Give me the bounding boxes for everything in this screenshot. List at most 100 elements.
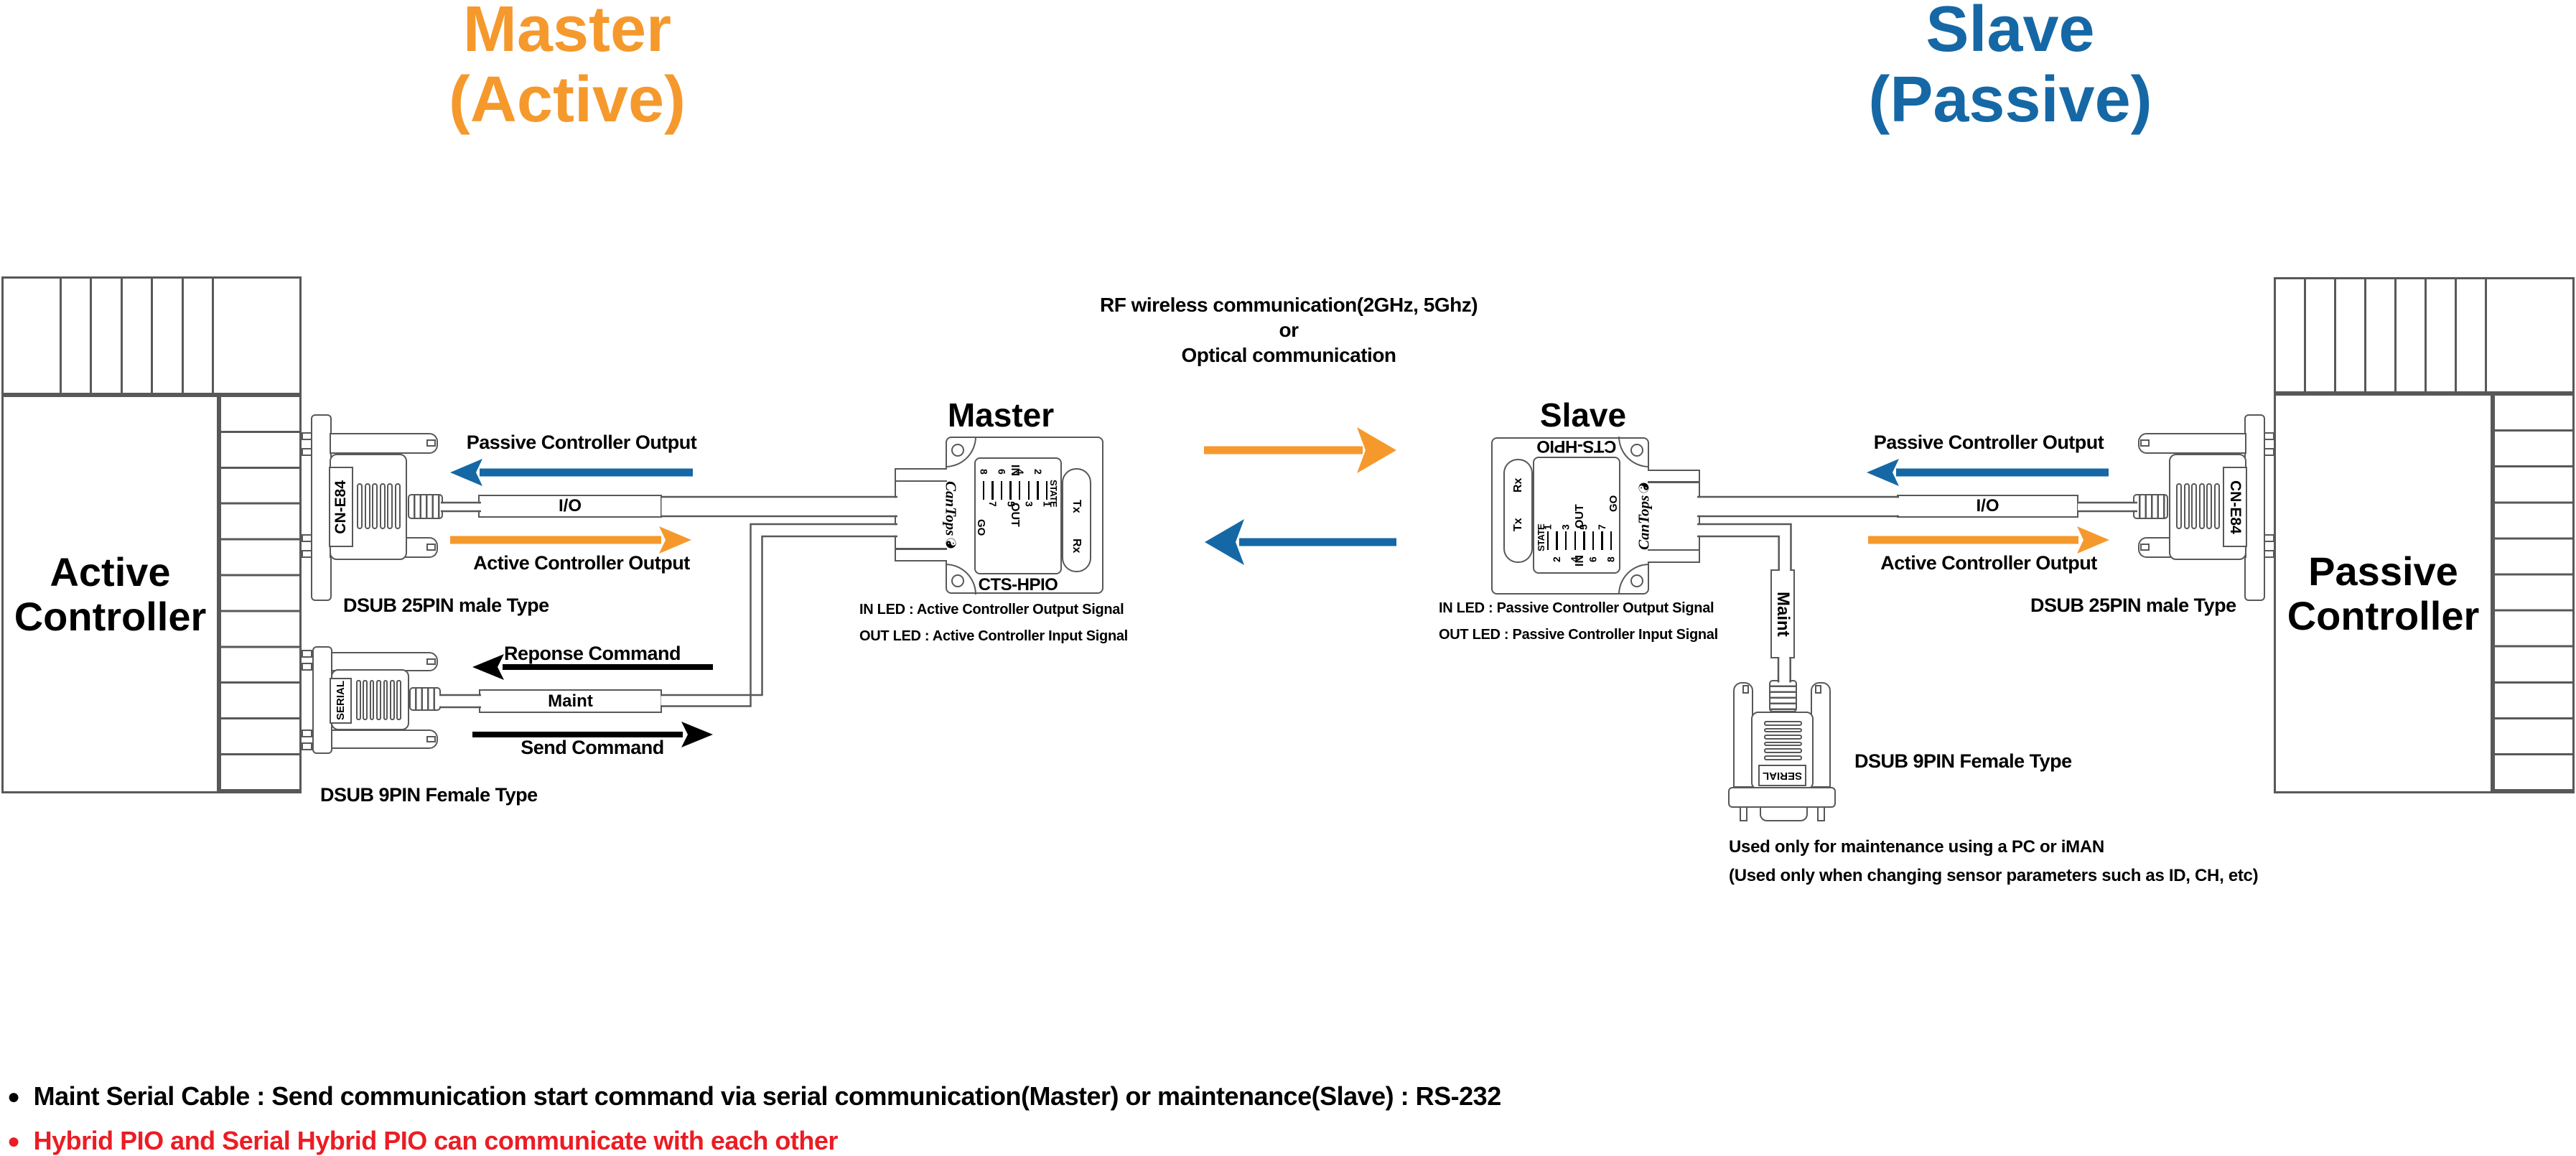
slave-led-4: 4 — [1569, 521, 1580, 563]
slave-panel-go-label: GO — [1607, 495, 1620, 513]
center-wireless-arrow-right — [1204, 427, 1396, 473]
response-command-label: Reponse Command — [503, 643, 681, 664]
dsub25-left-screw-arm — [330, 433, 438, 454]
dsub9-left-strain-relief — [409, 687, 441, 711]
active-controller-label-line2: Controller — [14, 593, 207, 639]
dsub9-left-tab — [302, 650, 312, 658]
dsub9-bottom-pin-slot — [1764, 748, 1802, 753]
right-active-output-arrow — [1868, 526, 2109, 554]
io-cable-right — [1697, 495, 1899, 518]
dsub9-bottom-face — [1760, 806, 1808, 821]
maint-cable-label-left: Maint — [479, 689, 662, 713]
master-led-8: 8 — [979, 469, 990, 511]
dsub9-left-tab — [302, 742, 312, 750]
io-cable-left-stub — [441, 501, 481, 513]
master-device-connector-shell — [895, 468, 947, 561]
dsub9-left-pin-slot — [383, 680, 388, 720]
slave-led-8: 8 — [1605, 521, 1617, 563]
dsub25-right-pin-slot — [2214, 483, 2220, 529]
dsub25-right-tab — [2264, 432, 2274, 440]
slave-model-label: CTS-HPIO — [1536, 437, 1617, 456]
io-cable-label-left: I/O — [478, 495, 662, 518]
master-panel-in-label: IN — [1009, 464, 1021, 476]
master-device-mount-hole — [951, 574, 964, 587]
dsub9-bottom-caption: DSUB 9PIN Female Type — [1854, 750, 2072, 772]
slave-led-5: 5 — [1578, 521, 1590, 562]
dsub9-left-screw-notch — [426, 736, 436, 742]
title-master-line1: Master — [462, 0, 672, 65]
dsub9-left-screw-arm — [331, 730, 438, 749]
master-device-mount-hole — [951, 443, 964, 457]
master-led-5: 5 — [1005, 470, 1017, 511]
dsub9-left-pin-slot — [363, 680, 368, 720]
footnote-2-text: Hybrid PIO and Serial Hybrid PIO can com… — [33, 1126, 839, 1155]
active-controller-module-band — [1, 276, 302, 395]
dsub25-left-screw-notch — [426, 439, 436, 447]
dsub9-bottom-screw-notch — [1815, 685, 1821, 694]
master-panel-go-label: GO — [975, 518, 987, 536]
slave-in-led-note: IN LED : Passive Controller Output Signa… — [1439, 600, 1714, 616]
dsub25-right-tab — [2264, 550, 2274, 558]
master-model-label: CTS-HPIO — [978, 575, 1058, 595]
right-passive-output-arrow — [1867, 459, 2109, 486]
dsub25-left-pin-slot — [364, 483, 370, 529]
dsub9-left-pin-slot — [376, 680, 381, 720]
slave-led-3: 3 — [1560, 521, 1572, 562]
dsub9-bottom-label: SERIAL — [1758, 765, 1806, 786]
dsub25-right-tab — [2264, 534, 2274, 542]
title-slave-line1: Slave — [1926, 0, 2095, 65]
dsub25-right-label-text: CN-E84 — [2227, 480, 2244, 534]
dsub25-right-flange — [2244, 414, 2265, 601]
dsub25-left-pin-slot — [387, 483, 393, 529]
slave-device-caption: Slave — [1539, 396, 1627, 434]
title-master: Master (Active) — [309, 0, 826, 135]
slave-out-led-note: OUT LED : Passive Controller Input Signa… — [1439, 627, 1718, 643]
active-controller-terminal-column — [219, 395, 302, 793]
slave-led-7: 7 — [1596, 521, 1607, 562]
cantops-logo-text: CanTops — [942, 481, 960, 536]
dsub25-left-pin-slot — [372, 483, 378, 529]
io-cable-label-right-text: I/O — [1976, 496, 1999, 516]
maint-cable-left-stub — [439, 694, 481, 709]
right-active-output-label: Active Controller Output — [1880, 552, 2097, 574]
footnote-2: ● Hybrid PIO and Serial Hybrid PIO can c… — [7, 1126, 838, 1156]
dsub9-bottom-pin — [1740, 806, 1747, 821]
maint-cable-label-left-text: Maint — [548, 691, 593, 711]
dsub9-left-pin-slot — [356, 680, 361, 720]
left-passive-output-arrow — [450, 459, 693, 486]
io-cable-left — [661, 495, 899, 518]
passive-controller-box: Passive Controller — [2274, 393, 2493, 793]
title-master-line2: (Active) — [448, 64, 686, 136]
master-panel-state-label: STATE — [1048, 479, 1059, 507]
master-out-led-note: OUT LED : Active Controller Input Signal — [859, 628, 1128, 644]
wireless-note-line2: or — [1279, 319, 1299, 341]
dsub9-left-pin-slot — [396, 680, 401, 720]
dsub25-right-pin-slot — [2176, 483, 2182, 529]
master-device: CanTops☯ IN OUT STATE GO 8 7 6 5 4 3 2 1… — [895, 436, 1103, 595]
dsub9-bottom-pin-slot — [1764, 727, 1802, 733]
left-active-output-arrow — [450, 526, 691, 554]
io-cable-label-right: I/O — [1897, 495, 2078, 518]
bullet-icon: ● — [7, 1085, 20, 1109]
active-controller-box: Active Controller — [1, 395, 219, 793]
master-led-panel: IN OUT STATE GO 8 7 6 5 4 3 2 1 — [974, 457, 1062, 574]
master-device-caption: Master — [947, 396, 1055, 434]
master-txrx-pill: Tx Rx — [1062, 468, 1091, 572]
right-passive-output-label: Passive Controller Output — [1873, 432, 2104, 453]
wireless-note-line3: Optical communication — [1181, 344, 1396, 366]
maint-cable-bottom — [1777, 657, 1791, 683]
title-slave-line2: (Passive) — [1868, 64, 2152, 136]
master-rx-label: Rx — [1070, 539, 1083, 554]
footnote-1-text: Maint Serial Cable : Send communication … — [33, 1081, 1502, 1111]
dsub25-left-pin-slot — [395, 483, 401, 529]
dsub25-left-caption: DSUB 25PIN male Type — [343, 595, 549, 616]
passive-controller-terminal-column — [2493, 393, 2575, 793]
dsub9-left-screw-arm — [331, 652, 438, 671]
cantops-logo-swirl-icon: ☯ — [943, 536, 959, 552]
dsub9-bottom-pin-slot — [1764, 735, 1802, 740]
dsub25-left-screw-notch — [426, 544, 436, 551]
dsub9-bottom-flange — [1728, 787, 1836, 808]
dsub25-left-pin-slot — [379, 483, 386, 529]
maint-cable-right — [1697, 523, 1792, 572]
wireless-note-line1: RF wireless communication(2GHz, 5Ghz) — [1099, 294, 1478, 316]
